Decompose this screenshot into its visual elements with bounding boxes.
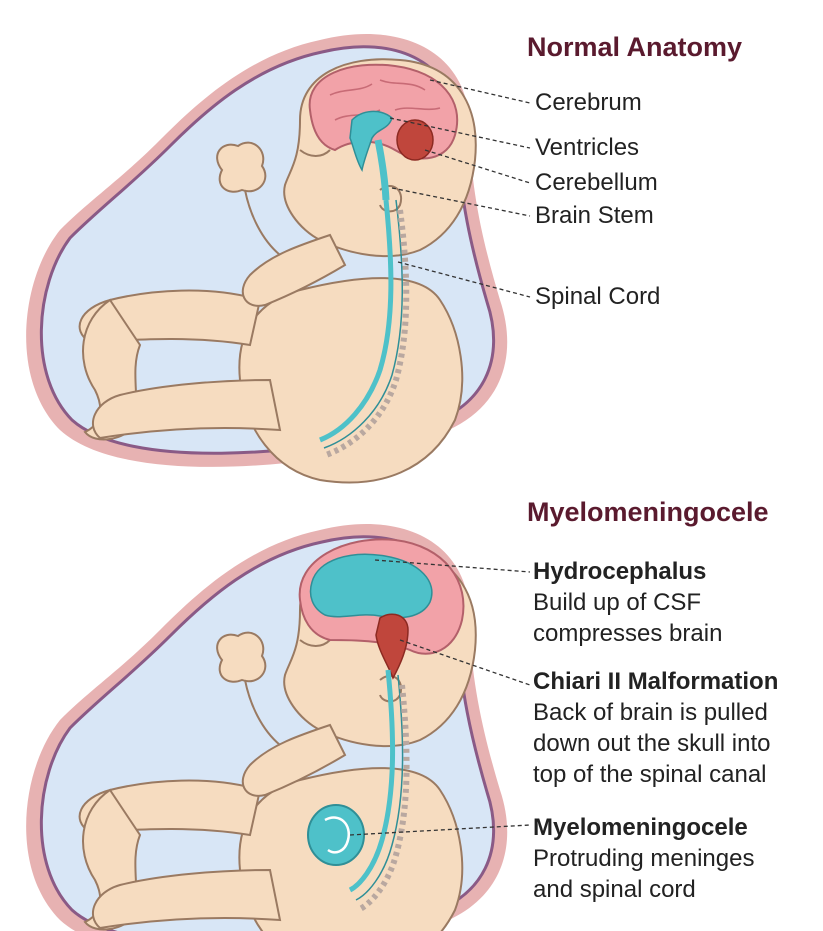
label-cerebellum: Cerebellum [535,168,658,198]
label-spinal-cord: Spinal Cord [535,282,660,312]
myelomeningocele-title: Myelomeningocele [527,497,769,528]
label-ventricles: Ventricles [535,133,639,163]
callout-head: Chiari II Malformation [533,666,778,697]
callout-line: top of the spinal canal [533,759,778,790]
callout-head: Hydrocephalus [533,556,722,587]
normal-anatomy-diagram [26,34,530,483]
callout-line: down out the skull into [533,728,778,759]
callout-line: Build up of CSF [533,587,722,618]
callout-hydrocephalus: Hydrocephalus Build up of CSF compresses… [533,556,722,649]
callout-line: Protruding meninges [533,843,754,874]
label-cerebrum: Cerebrum [535,88,642,118]
callout-chiari: Chiari II Malformation Back of brain is … [533,666,778,790]
myelomeningocele-diagram [26,524,530,931]
meningeal-sac [308,805,364,865]
callout-head: Myelomeningocele [533,812,754,843]
normal-anatomy-title: Normal Anatomy [527,32,742,63]
callout-line: and spinal cord [533,874,754,905]
callout-line: compresses brain [533,618,722,649]
label-brain-stem: Brain Stem [535,201,654,231]
callout-line: Back of brain is pulled [533,697,778,728]
callout-myelomeningocele: Myelomeningocele Protruding meninges and… [533,812,754,905]
